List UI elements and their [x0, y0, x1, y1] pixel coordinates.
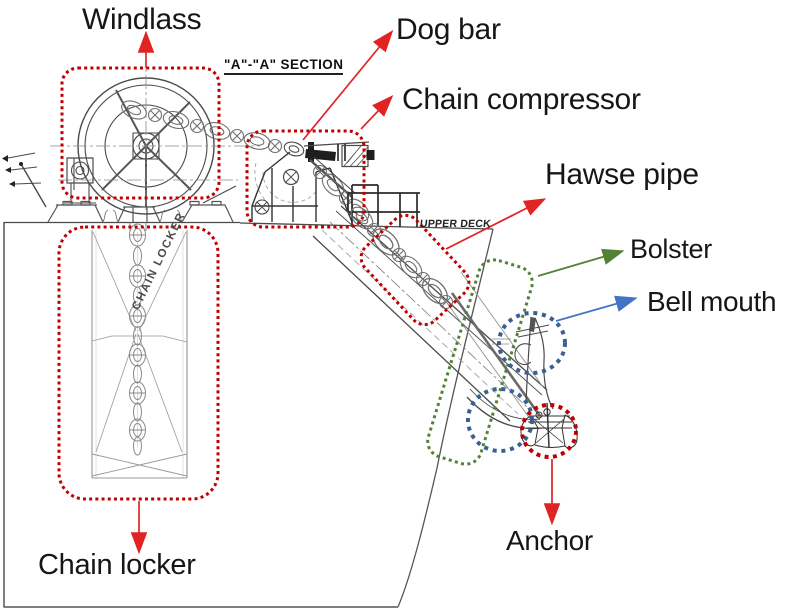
label-anchor: Anchor: [506, 525, 593, 556]
chain-compressor-drawing: [251, 141, 375, 223]
anchor-highlight-circle: [520, 403, 578, 459]
windlass-foundation: [47, 200, 234, 223]
windlass-spokes: [101, 89, 192, 207]
bolster-drawing: [444, 271, 544, 424]
control-lever: [2, 152, 47, 208]
label-windlass: Windlass: [82, 3, 202, 36]
ship-line-drawing: [2, 52, 578, 608]
chain-locker-highlight-box: [57, 225, 220, 501]
label-bolster: Bolster: [630, 234, 712, 264]
centerlines: [50, 52, 260, 210]
hull-outline: [3, 221, 494, 608]
windlass-highlight-box: [60, 66, 221, 200]
label-chain-locker: Chain locker: [38, 549, 196, 581]
label-hawse-pipe: Hawse pipe: [545, 158, 699, 191]
bell-mouth-highlight-circle-lower: [466, 387, 534, 453]
chain-compressor-arrow: [360, 94, 394, 130]
bell-mouth-highlight-circle-upper: [497, 311, 567, 375]
bell-mouth-arrow: [555, 295, 638, 322]
hawse-pipe-arrow: [445, 198, 547, 250]
hawse-pipe-highlight-box: [359, 213, 471, 327]
label-bell-mouth: Bell mouth: [647, 286, 777, 317]
deck-frame: [347, 184, 420, 227]
bolster-arrow: [537, 248, 625, 277]
dog-bar-arrow: [302, 30, 394, 141]
annotation-overlays: [57, 30, 638, 555]
chain-locker-drawing: [91, 222, 188, 479]
section-title-text: "A"-"A" SECTION: [224, 57, 344, 75]
windlass-drawing: [50, 52, 260, 215]
label-chain-compressor: Chain compressor: [402, 83, 641, 116]
compressor-frame: [251, 151, 353, 223]
upper-deck-text: UPPER DECK: [419, 218, 492, 230]
bolster-highlight-box: [426, 258, 534, 466]
label-dog-bar: Dog bar: [396, 13, 501, 46]
hawse-pipe-drawing: [312, 205, 548, 422]
